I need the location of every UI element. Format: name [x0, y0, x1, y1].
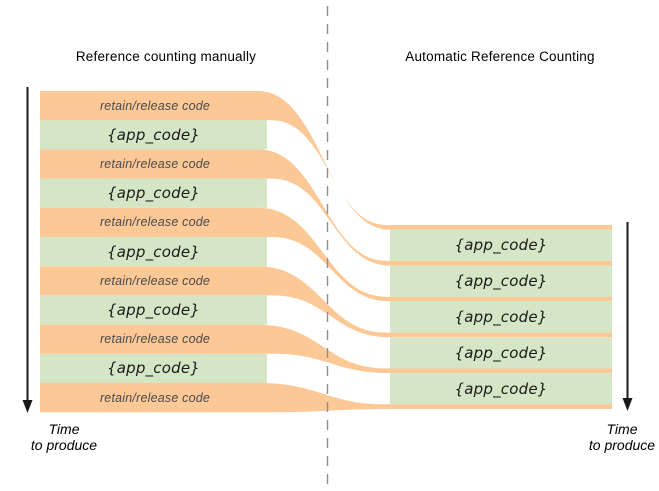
time-axis-arrow-left — [22, 87, 33, 413]
app-code-block — [390, 373, 612, 405]
retain-release-label: retain/release code — [99, 215, 211, 230]
retain-release-label: retain/release code — [99, 390, 211, 405]
app-code-block — [40, 353, 267, 383]
app-code-label: {app_code} — [107, 300, 200, 319]
retain-release-ribbons — [40, 91, 612, 413]
app-code-label: {app_code} — [454, 307, 548, 326]
right-app-code-blocks — [390, 229, 612, 405]
retain-release-ribbon — [40, 91, 612, 230]
retain-release-label: retain/release code — [99, 156, 211, 171]
app-code-label: {app_code} — [454, 379, 548, 398]
app-code-label: {app_code} — [454, 343, 548, 362]
time-to-produce-right: Time to produce — [570, 421, 659, 453]
app-code-label: {app_code} — [107, 359, 200, 378]
retain-release-label: retain/release code — [99, 98, 211, 113]
app-code-block — [390, 229, 612, 261]
app-code-block — [390, 265, 612, 297]
app-code-label: {app_code} — [454, 236, 548, 255]
app-code-label: {app_code} — [107, 242, 200, 261]
app-code-block — [390, 337, 612, 369]
retain-release-ribbon — [40, 324, 612, 374]
app-code-label: {app_code} — [107, 125, 200, 144]
left-app-code-blocks — [40, 120, 267, 383]
time-to-produce-line2: to produce — [30, 437, 98, 453]
app-code-label: {app_code} — [107, 184, 200, 203]
app-code-block — [40, 120, 267, 150]
time-to-produce-line1: Time — [48, 421, 80, 437]
app-code-block — [40, 237, 267, 267]
right-panel-title: Automatic Reference Counting — [405, 48, 595, 64]
time-to-produce-line2: to produce — [588, 437, 656, 453]
app-code-block — [40, 295, 267, 325]
arrowhead-down-icon — [22, 400, 33, 413]
app-code-block — [40, 178, 267, 208]
app-code-block — [390, 301, 612, 333]
retain-release-label: retain/release code — [99, 332, 211, 347]
retain-release-ribbon — [40, 266, 612, 338]
app-code-label: {app_code} — [454, 272, 548, 291]
arrowhead-down-icon — [622, 398, 633, 411]
time-to-produce-left: Time to produce — [12, 421, 116, 453]
retain-release-ribbon — [40, 207, 612, 302]
retain-release-ribbon — [40, 383, 612, 413]
time-axis-arrow-right — [622, 222, 633, 411]
retain-release-ribbon — [40, 149, 612, 266]
retain-release-label: retain/release code — [99, 273, 211, 288]
time-to-produce-line1: Time — [606, 421, 638, 437]
left-panel-title: Reference counting manually — [75, 48, 257, 64]
